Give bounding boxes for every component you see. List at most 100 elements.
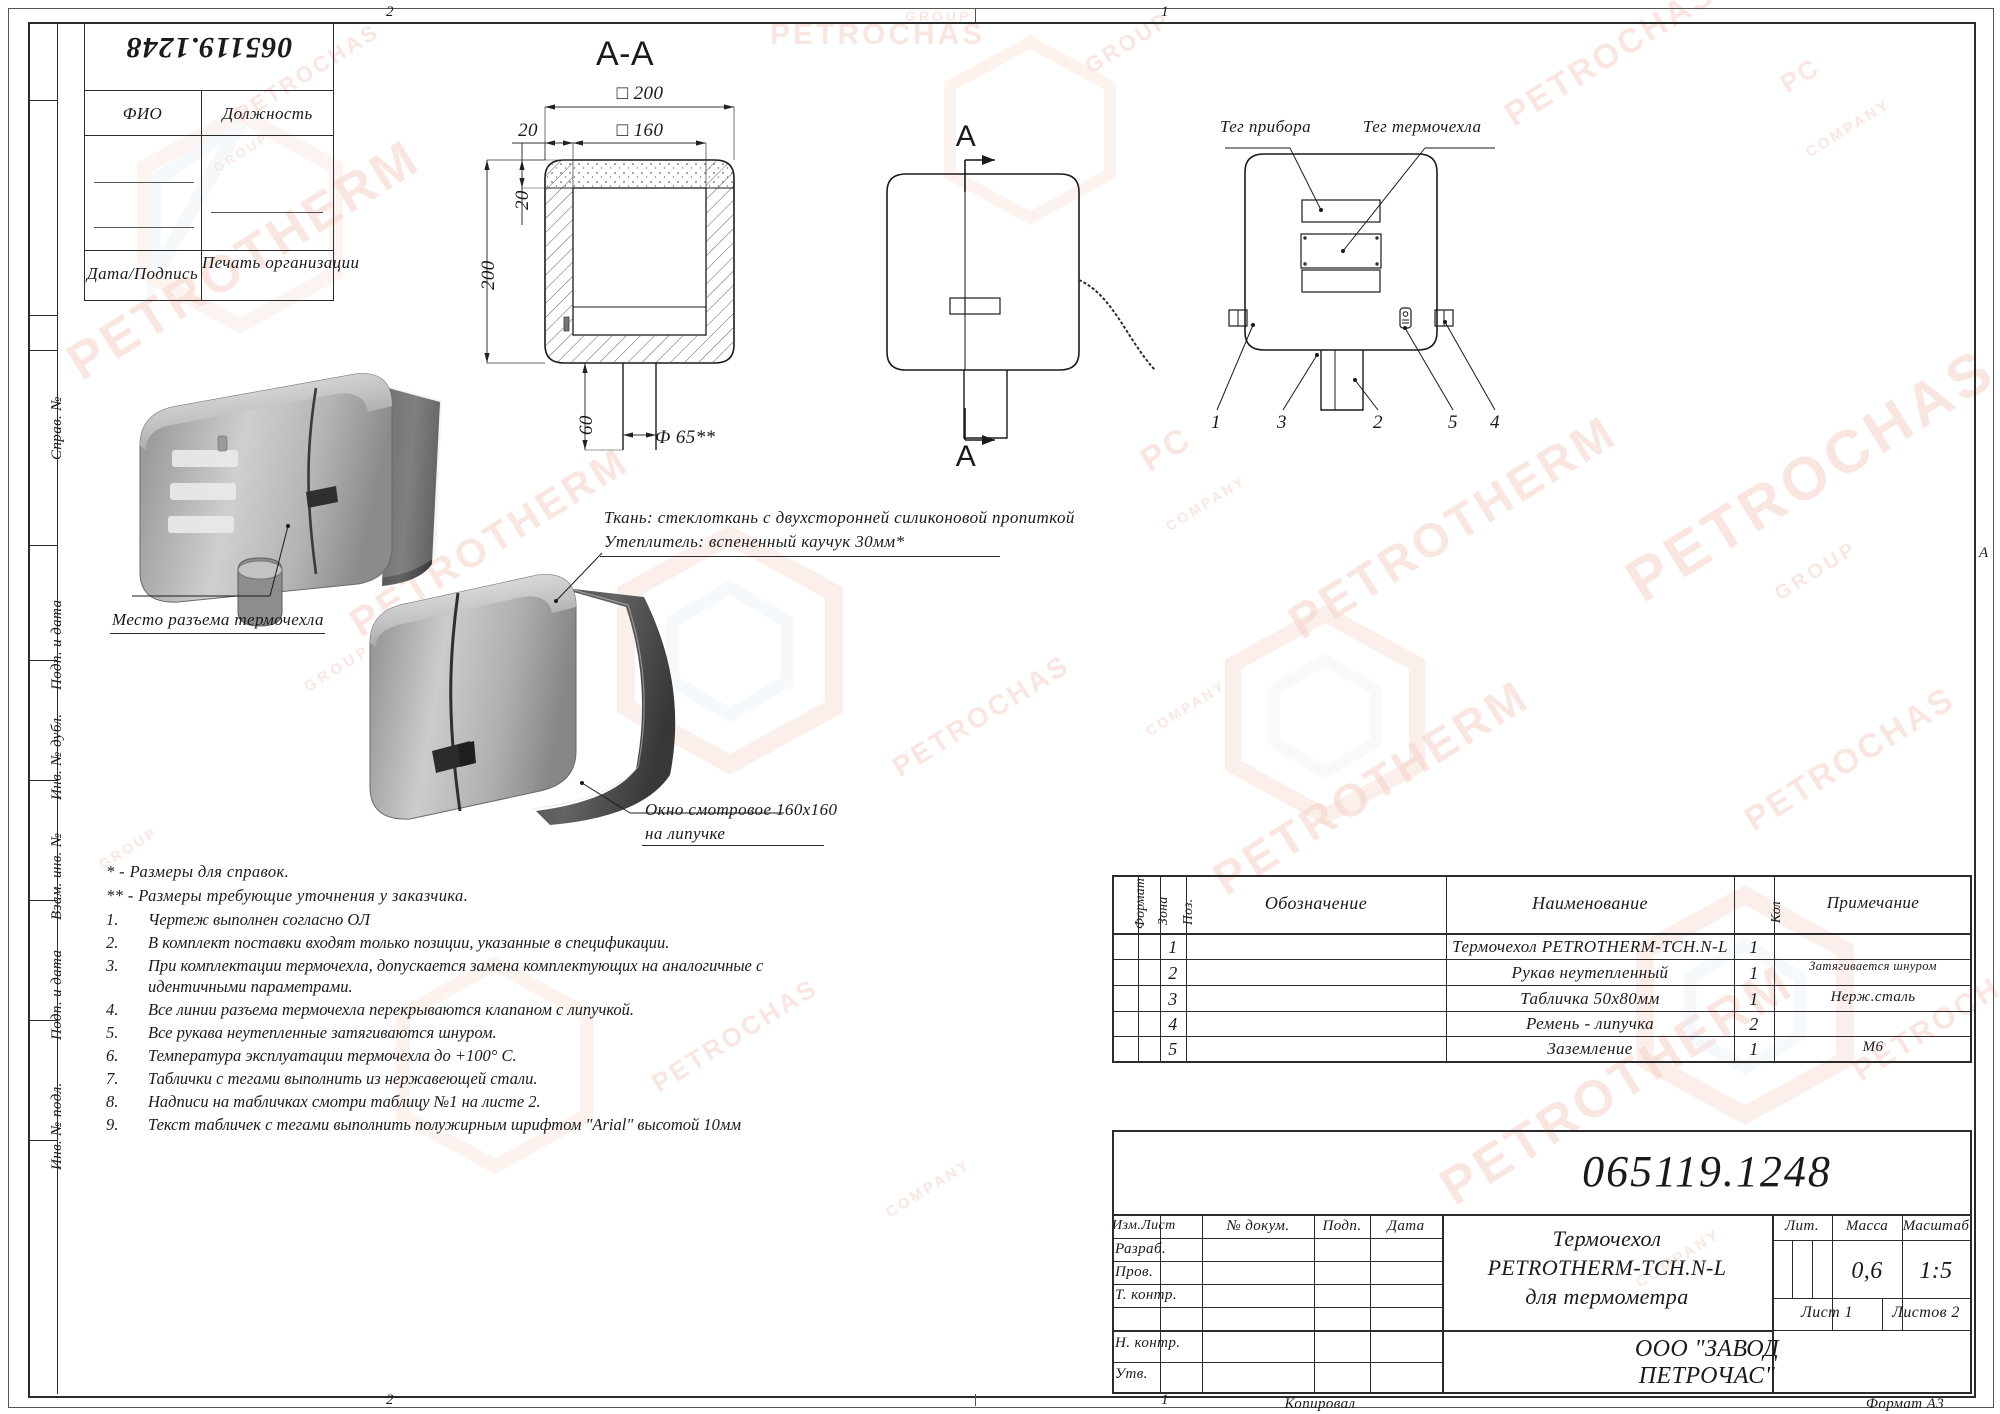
bom-row-2-note: Затягивается шнуром <box>1809 959 1937 973</box>
margin-label-inv-dubl: Инв. № дубл. <box>49 713 65 801</box>
margin-label-podp-data-1: Подп. и дата <box>49 599 65 690</box>
note-text-1: Чертеж выполнен согласно ОЛ <box>148 910 371 929</box>
approval-table: 065119.1248 ФИО Должность Дата/Подпись П… <box>84 22 360 301</box>
margin-label-podp-data-2: Подп. и дата <box>49 949 65 1040</box>
title-header-doc-number: № докум. <box>1226 1218 1290 1234</box>
section-view-geometry <box>484 104 735 451</box>
note-item-1: 1. Чертеж выполнен согласно ОЛ <box>106 910 866 930</box>
title-product-line2: PETROTHERM-TCH.N-L <box>1487 1255 1727 1280</box>
note-number-3: 3. <box>106 956 119 975</box>
approval-header-fio: ФИО <box>122 104 163 123</box>
zone-label-top-left: 2 <box>386 4 394 20</box>
note-number-2: 2. <box>106 933 119 952</box>
sheet-outer-border <box>8 8 1994 1408</box>
balloon-2: 2 <box>1373 412 1383 433</box>
note-number-9: 9. <box>106 1115 119 1135</box>
bom-row-1-name: Термочехол PETROTHERM-TCH.N-L <box>1452 937 1728 956</box>
bom-row-3-qty: 1 <box>1749 989 1759 1009</box>
bom-row-4-name: Ремень - липучка <box>1525 1014 1655 1033</box>
title-header-sign: Подп. <box>1322 1218 1362 1234</box>
bom-row-4-qty: 2 <box>1749 1014 1759 1034</box>
title-block: Изм.Лист № докум. Подп. Дата Разраб. Про… <box>1112 1130 1972 1394</box>
title-sheet-number: Лист 1 <box>1801 1304 1853 1321</box>
dim-height-200: 200 <box>478 260 499 290</box>
title-product-line1: Термочехол <box>1552 1226 1662 1251</box>
dim-left-20: 20 <box>518 120 538 141</box>
note-number-8: 8. <box>106 1092 119 1112</box>
note-text-2: В комплект поставки входят только позици… <box>148 933 670 952</box>
isometric-view-top <box>120 350 540 650</box>
balloon-4: 4 <box>1490 412 1500 433</box>
title-role-utv: Утв. <box>1115 1366 1148 1382</box>
callout-device-tag: Тег прибора <box>1220 117 1311 136</box>
bom-table: Формат Зона Поз. Обозначение Наименовани… <box>1112 875 1972 1063</box>
note-text-5: Все рукава неутепленные затягиваются шну… <box>148 1023 497 1043</box>
note-item-6: 6. Температура эксплуатации термочехла д… <box>106 1046 866 1066</box>
front-view: А А <box>855 120 1185 473</box>
balloon-3: 3 <box>1277 412 1287 433</box>
section-arrow-label-bottom: А <box>955 440 977 473</box>
approval-label-org-stamp: Печать организации <box>202 253 360 272</box>
bom-header-designation: Обозначение <box>1264 893 1368 913</box>
bom-row-5-pos: 5 <box>1168 1039 1178 1059</box>
annotation-connector-location: Место разъема термочехла <box>112 610 324 629</box>
title-header-date: Дата <box>1387 1218 1425 1234</box>
title-role-t-kontr: Т. контр. <box>1115 1287 1177 1303</box>
margin-label-inv-podl: Инв. № подл. <box>49 1082 65 1170</box>
bom-row-2-name: Рукав неутепленный <box>1511 963 1669 982</box>
annotation-window-line1: Окно смотровое 160х160 <box>645 800 838 819</box>
zone-label-bottom-left: 2 <box>386 1392 394 1408</box>
title-role-n-kontr: Н. контр. <box>1115 1335 1181 1351</box>
note-item-8: 8. Надписи на табличках смотри таблицу №… <box>106 1092 866 1112</box>
note-item-4: 4. Все линии разъема термочехла перекрыв… <box>106 1000 866 1020</box>
margin-label-sprav: Справ. № <box>49 396 65 460</box>
note-item-5: 5. Все рукава неутепленные затягиваются … <box>106 1023 866 1043</box>
right-view-geometry <box>1216 147 1496 411</box>
dim-stem-60: 60 <box>576 415 597 435</box>
note-number-5: 5. <box>106 1023 119 1043</box>
title-label-scale: Масштаб <box>1902 1218 1970 1234</box>
balloon-5: 5 <box>1448 412 1458 433</box>
section-view-title: А-А <box>596 35 654 73</box>
title-label-lit: Лит. <box>1784 1218 1820 1234</box>
technical-notes: * - Размеры для справок. ** - Размеры тр… <box>106 862 866 1135</box>
front-view-geometry <box>886 155 1156 445</box>
bom-row-3-name: Табличка 50х80мм <box>1520 989 1660 1008</box>
title-role-prov: Пров. <box>1115 1264 1154 1280</box>
title-header-izm-list: Изм.Лист <box>1112 1218 1176 1233</box>
bom-row-3-note: Нерж.сталь <box>1830 989 1916 1005</box>
zone-label-top-right: 1 <box>1161 4 1169 20</box>
zone-label-right-mid: A <box>1979 545 1989 561</box>
note-text-4: Все линии разъема термочехла перекрывают… <box>148 1000 635 1020</box>
callout-cover-tag: Тег термочехла <box>1363 117 1482 136</box>
note-item-3: 3. При комплектации термочехла, допускае… <box>106 956 866 997</box>
section-view-aa: А-А <box>460 35 880 465</box>
title-company-line1: ООО "ЗАВОД <box>1634 1336 1780 1362</box>
note-item-2: 2. В комплект поставки входят только поз… <box>106 933 866 953</box>
annotation-fabric-line1: Ткань: стеклоткань с двухсторонней силик… <box>604 508 1075 527</box>
annotation-fabric-line2: Утеплитель: вспененный каучук 30мм* <box>604 532 905 551</box>
dim-inner-160: □ 160 <box>616 120 664 141</box>
bom-header-format: Формат <box>1132 877 1147 929</box>
annotation-window-line2: на липучке <box>645 824 726 843</box>
title-product-line3: для термометра <box>1525 1284 1689 1309</box>
bom-row-2-qty: 1 <box>1749 963 1759 983</box>
title-document-number: 065119.1248 <box>1582 1147 1832 1196</box>
bom-row-3-pos: 3 <box>1168 989 1178 1009</box>
bom-header-name: Наименование <box>1532 893 1648 913</box>
footer-copied-label: Копировал <box>1284 1396 1356 1412</box>
dim-outer-200: □ 200 <box>616 83 664 104</box>
section-arrow-label-top: А <box>955 120 977 153</box>
zone-label-bottom-right: 1 <box>1161 1392 1169 1408</box>
bom-row-2-pos: 2 <box>1168 963 1178 983</box>
title-company-line2: ПЕТРОЧАС" <box>1638 1363 1776 1389</box>
note-number-1: 1. <box>106 910 119 929</box>
title-sheet-count: Листов 2 <box>1892 1304 1960 1321</box>
bom-row-4-pos: 4 <box>1168 1014 1178 1034</box>
footer-format-label: Формат A3 <box>1865 1396 1945 1412</box>
title-label-mass: Масса <box>1845 1218 1889 1234</box>
note-number-7: 7. <box>106 1069 119 1089</box>
note-text-6: Температура эксплуатации термочехла до +… <box>148 1046 517 1066</box>
note-text-9: Текст табличек с тегами выполнить полужи… <box>148 1115 741 1135</box>
